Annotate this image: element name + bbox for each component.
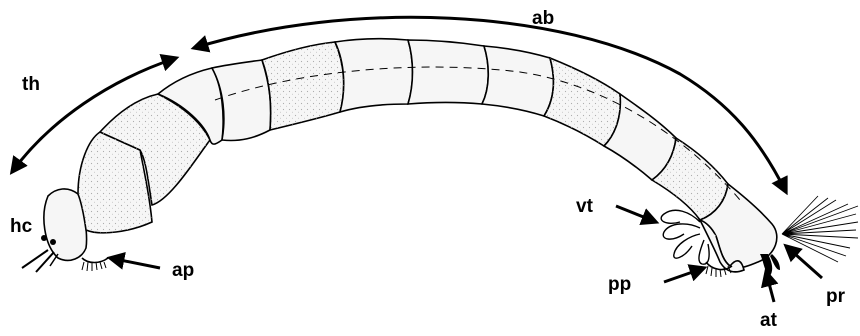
mouthpart-1 [22, 250, 48, 268]
mouthpart-2 [36, 252, 54, 272]
label-vt: vt [576, 196, 594, 217]
label-pr: pr [826, 286, 846, 307]
at-pointer-arrow [766, 272, 774, 302]
anal-tubules [760, 254, 780, 276]
label-ap: ap [172, 260, 194, 281]
label-pp: pp [608, 274, 631, 295]
label-ab: ab [532, 8, 554, 29]
anterior-proleg-bristles [82, 258, 108, 271]
label-hc: hc [10, 216, 33, 237]
vt-pointer-arrow [616, 206, 656, 222]
eye-spot-1 [41, 235, 47, 241]
abdominal-segment-3 [335, 39, 413, 112]
pp-pointer-arrow [664, 268, 704, 282]
abdominal-segment-5 [482, 46, 553, 116]
ap-pointer-arrow [110, 258, 160, 268]
abdominal-segment-4 [408, 40, 488, 104]
head-details [22, 235, 58, 272]
eye-spot-2 [50, 239, 56, 245]
label-th: th [22, 74, 40, 95]
label-at: at [760, 310, 778, 331]
